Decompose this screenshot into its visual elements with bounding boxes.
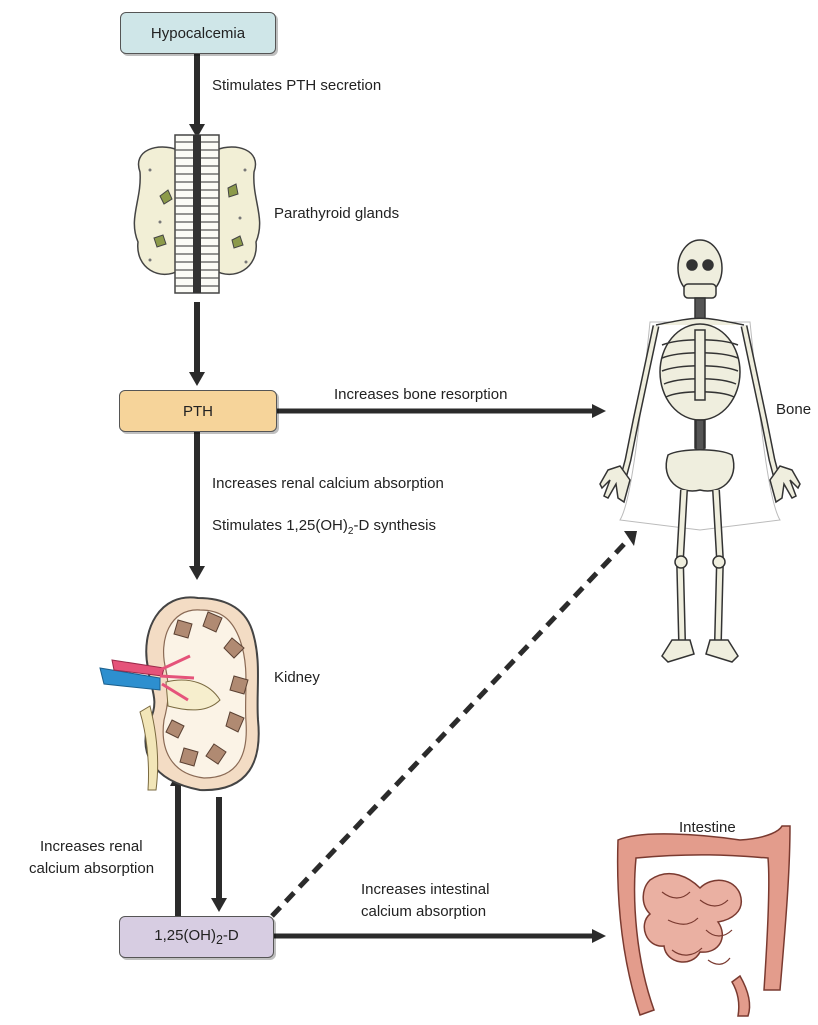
pth-node: PTH: [119, 390, 277, 432]
stimulates-pth-label: Stimulates PTH secretion: [212, 76, 381, 95]
renal-absorption-2-line1: Increases renal: [40, 837, 143, 856]
skeleton-illustration: [600, 240, 800, 662]
renal-absorption-2-line2: calcium absorption: [29, 859, 154, 878]
vitamin-d-label: 1,25(OH)2-D: [154, 927, 238, 947]
hypocalcemia-label: Hypocalcemia: [151, 25, 245, 42]
kidney-illustration: [100, 597, 259, 790]
intestinal-absorption-line2: calcium absorption: [361, 902, 486, 921]
intestine-label: Intestine: [679, 818, 736, 837]
hypocalcemia-node: Hypocalcemia: [120, 12, 276, 54]
arrow-vitd-to-bone-dashed: [272, 540, 628, 916]
arrowhead-bone: [592, 404, 606, 418]
parathyroid-glands-illustration: [134, 135, 259, 293]
arrowhead-bone-dashed: [624, 531, 637, 546]
arrowhead-vitd: [211, 898, 227, 912]
arrowhead-intestine: [592, 929, 606, 943]
bone-label: Bone: [776, 400, 811, 419]
arrowhead-pth: [189, 372, 205, 386]
stimulates-synthesis-label: Stimulates 1,25(OH)2-D synthesis: [212, 516, 436, 541]
intestinal-absorption-line1: Increases intestinal: [361, 880, 489, 899]
pth-label: PTH: [183, 403, 213, 420]
arrowhead-kidney: [189, 566, 205, 580]
intestine-illustration: [618, 826, 790, 1016]
vitamin-d-node: 1,25(OH)2-D: [119, 916, 274, 958]
renal-absorption-label: Increases renal calcium absorption: [212, 474, 444, 493]
bone-resorption-label: Increases bone resorption: [334, 385, 507, 404]
kidney-label: Kidney: [274, 668, 320, 687]
parathyroid-label: Parathyroid glands: [274, 204, 399, 223]
